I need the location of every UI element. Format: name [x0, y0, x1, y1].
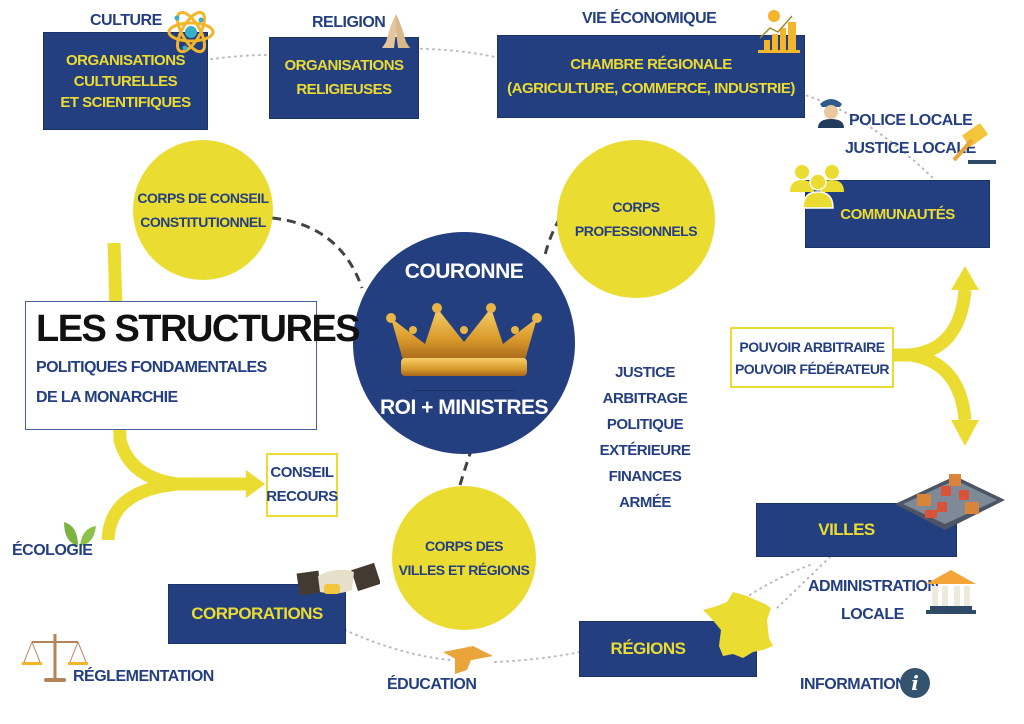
corporations-box[interactable]: CORPORATIONS [169, 585, 345, 643]
handshake-icon [296, 562, 380, 596]
scales-icon [22, 634, 88, 682]
circle-line: VILLES ET RÉGIONS [398, 562, 530, 578]
economie-line: CHAMBRE RÉGIONALE [570, 55, 732, 73]
arrowhead-up [951, 266, 979, 290]
economie-line: (AGRICULTURE, COMMERCE, INDUSTRIE) [507, 79, 795, 97]
city-block-icon [895, 474, 1005, 530]
locale-label: LOCALE [841, 606, 904, 623]
dashed-connector-constitutionnel [271, 216, 364, 289]
religion-line: ORGANISATIONS [284, 57, 404, 74]
circle-line: CONSTITUTIONNEL [140, 214, 266, 230]
power-item: ARBITRAGE [602, 390, 688, 407]
yellow-branch-arrow-left [101, 242, 248, 541]
circle-line: CORPS DES [425, 538, 503, 554]
title-main: LES STRUCTURES [36, 308, 361, 350]
ecologie-label: ÉCOLOGIE [12, 542, 93, 559]
atom-icon [167, 10, 215, 54]
government-building-icon [926, 570, 976, 614]
center-top-label: COURONNE [404, 260, 524, 283]
circle-line: CORPS DE CONSEIL [137, 190, 269, 206]
villes-label: VILLES [818, 520, 875, 539]
growth-chart-icon [758, 10, 800, 53]
praying-hands-icon [382, 14, 410, 48]
circle-line: PROFESSIONNELS [574, 223, 698, 239]
arrowhead-down [951, 420, 979, 446]
power-item: POLITIQUE EXTÉRIEURE [599, 416, 691, 459]
pouvoir-federateur-label: POUVOIR FÉDÉRATEUR [734, 360, 890, 377]
arrowhead-right [246, 470, 265, 498]
circle-conseil-constitutionnel[interactable]: CORPS DE CONSEIL CONSTITUTIONNEL [133, 140, 273, 280]
circle-corps-villes-regions[interactable]: CORPS DES VILLES ET RÉGIONS [392, 486, 536, 630]
dotted-connector-top [204, 47, 941, 186]
administration-label: ADMINISTRATION [808, 578, 939, 595]
yellow-fork-arrow-right [890, 289, 972, 421]
crown-icon [386, 303, 542, 376]
circle-line: CORPS [612, 199, 660, 215]
conseil-recours-box[interactable]: CONSEIL RECOURS [266, 453, 338, 517]
pouvoir-arbitraire-label: POUVOIR ARBITRAIRE [739, 338, 885, 355]
title-sub-line1: POLITIQUES FONDAMENTALES [36, 359, 267, 376]
power-item: ARMÉE [619, 494, 671, 511]
info-icon[interactable]: i [900, 668, 930, 698]
religion-box[interactable]: ORGANISATIONS RELIGIEUSES [270, 38, 418, 118]
culture-caption: CULTURE [90, 12, 162, 29]
center-divider [413, 390, 515, 391]
culture-line: ORGANISATIONS [65, 51, 186, 69]
religion-line: RELIGIEUSES [296, 81, 392, 98]
powers-list: JUSTICE ARBITRAGE POLITIQUE EXTÉRIEURE F… [560, 360, 730, 516]
center-circle-couronne[interactable]: COURONNE ROI + MINISTRES [353, 232, 575, 454]
dotted-connector-villes-regions [774, 556, 831, 611]
pouvoir-box[interactable]: POUVOIR ARBITRAIRE POUVOIR FÉDÉRATEUR [730, 327, 894, 388]
people-group-icon [790, 165, 844, 209]
justice-label: JUSTICE LOCALE [845, 140, 976, 157]
regions-label: RÉGIONS [610, 639, 686, 658]
police-officer-icon [818, 99, 844, 128]
education-label: ÉDUCATION [387, 676, 477, 693]
gavel-icon [952, 124, 996, 164]
information-label: INFORMATION [800, 676, 907, 693]
france-map-icon [703, 592, 773, 658]
circle-corps-professionnels[interactable]: CORPS PROFESSIONNELS [557, 140, 715, 298]
corporations-label: CORPORATIONS [191, 604, 323, 623]
communautes-label: COMMUNAUTÉS [840, 205, 955, 223]
conseil-label: CONSEIL [270, 464, 334, 481]
police-label: POLICE LOCALE [849, 112, 973, 129]
power-item: FINANCES [608, 468, 682, 485]
center-bottom-label: ROI + MINISTRES [379, 396, 549, 419]
culture-line: ET SCIENTIFIQUES [60, 93, 191, 111]
culture-box[interactable]: ORGANISATIONS CULTURELLES ET SCIENTIFIQU… [44, 33, 207, 129]
religion-caption: RELIGION [312, 14, 386, 31]
culture-line: CULTURELLES [73, 72, 178, 90]
dotted-connector-bottom [344, 564, 811, 663]
economie-box[interactable]: CHAMBRE RÉGIONALE (AGRICULTURE, COMMERCE… [498, 36, 804, 117]
recours-label: RECOURS [266, 488, 338, 505]
graduation-cap-icon [443, 646, 493, 674]
leaves-icon [64, 522, 96, 546]
title-box: LES STRUCTURES POLITIQUES FONDAMENTALES … [25, 301, 361, 430]
reglementation-label: RÉGLEMENTATION [73, 668, 214, 685]
power-item: JUSTICE [615, 364, 675, 381]
economie-caption: VIE ÉCONOMIQUE [582, 10, 717, 27]
title-sub-line2: DE LA MONARCHIE [36, 389, 178, 406]
